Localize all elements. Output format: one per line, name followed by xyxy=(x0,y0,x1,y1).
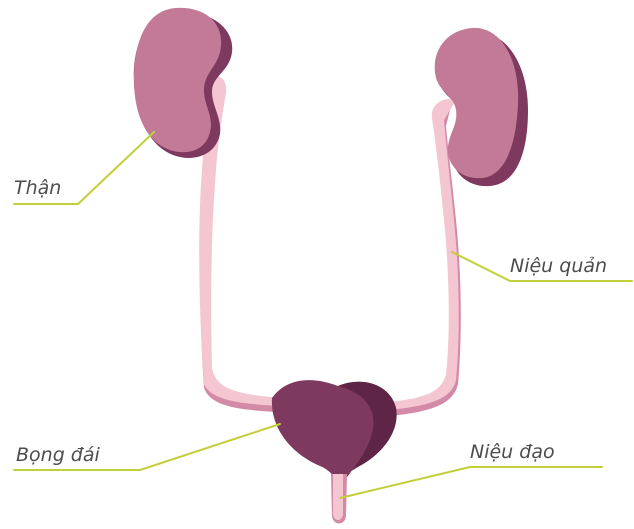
kidney-label: Thận xyxy=(14,177,61,199)
bladder-label: Bọng đái xyxy=(16,444,101,466)
urethra-label: Niệu đạo xyxy=(470,441,555,463)
urethra xyxy=(331,474,347,524)
urethra-leader-line xyxy=(340,467,602,498)
bladder xyxy=(272,380,397,486)
ureter-label: Niệu quản xyxy=(510,255,607,277)
